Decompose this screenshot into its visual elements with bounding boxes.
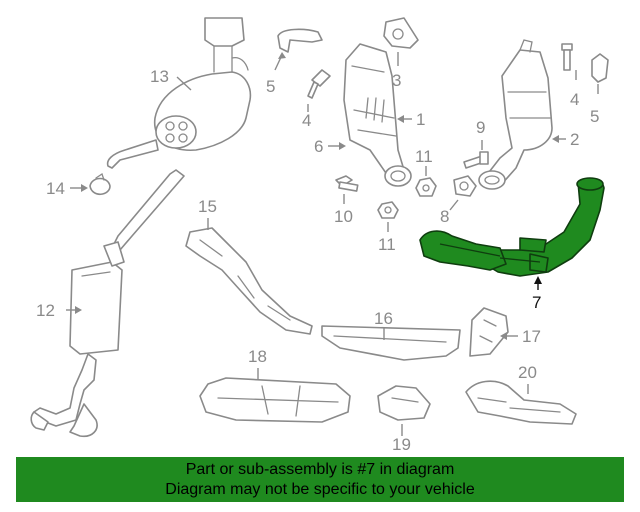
- part-18-heat-shield[interactable]: [199, 377, 351, 423]
- callout-12: 12: [36, 301, 55, 320]
- callout-10: 10: [334, 207, 353, 226]
- info-banner: Part or sub-assembly is #7 in diagram Di…: [16, 457, 624, 502]
- callout-19: 19: [392, 435, 411, 454]
- part-4-bolt-center[interactable]: [307, 69, 331, 99]
- callout-5-right: 5: [590, 107, 599, 126]
- part-11-nut-lower[interactable]: [377, 201, 399, 219]
- part-14-clamp[interactable]: [89, 172, 111, 196]
- part-5-bracket-right[interactable]: [591, 53, 609, 83]
- banner-line-1: Part or sub-assembly is #7 in diagram: [185, 461, 455, 478]
- part-11-nut-upper[interactable]: [415, 177, 437, 197]
- part-4-bolt-right[interactable]: [561, 43, 573, 71]
- part-12-resonator-pipe[interactable]: [30, 169, 185, 438]
- part-10-bolt[interactable]: [335, 175, 359, 192]
- part-19-bracket[interactable]: [377, 385, 431, 421]
- callout-16: 16: [374, 309, 393, 328]
- callout-11-upper: 11: [415, 147, 433, 166]
- callout-7: 7: [532, 293, 541, 312]
- part-9-bolt[interactable]: [463, 151, 489, 169]
- callout-6: 6: [314, 137, 323, 156]
- part-17-bracket[interactable]: [469, 307, 509, 357]
- part-1-catalytic-converter[interactable]: [343, 43, 412, 187]
- part-8-gasket[interactable]: [453, 175, 477, 197]
- callout-4-center: 4: [302, 111, 311, 130]
- banner-line-2: Diagram may not be specific to your vehi…: [165, 481, 475, 498]
- callout-18: 18: [248, 347, 267, 366]
- part-20-heat-shield[interactable]: [465, 380, 577, 425]
- callout-11-lower: 11: [378, 235, 396, 254]
- part-5-clamp-left[interactable]: [277, 28, 323, 53]
- callout-17: 17: [522, 327, 541, 346]
- callout-9: 9: [476, 118, 485, 137]
- callout-14: 14: [46, 179, 65, 198]
- part-13-muffler[interactable]: [106, 17, 252, 169]
- part-15-heat-shield[interactable]: [185, 227, 313, 335]
- part-2-catalytic-converter-right[interactable]: [478, 39, 553, 190]
- callout-2: 2: [570, 130, 579, 149]
- callout-5-left: 5: [266, 77, 275, 96]
- callout-15: 15: [198, 197, 217, 216]
- callout-1: 1: [416, 110, 425, 129]
- callout-4-right: 4: [570, 90, 579, 109]
- callout-8: 8: [440, 207, 449, 226]
- exhaust-parts-diagram: 13 5 3 4 1 6 2: [30, 17, 609, 454]
- callout-3: 3: [392, 71, 401, 90]
- part-3-gasket[interactable]: [383, 17, 419, 49]
- part-7-y-pipe-highlighted[interactable]: [419, 177, 605, 277]
- part-16-heat-shield[interactable]: [321, 325, 461, 361]
- callout-13: 13: [150, 67, 169, 86]
- callout-20: 20: [518, 363, 537, 382]
